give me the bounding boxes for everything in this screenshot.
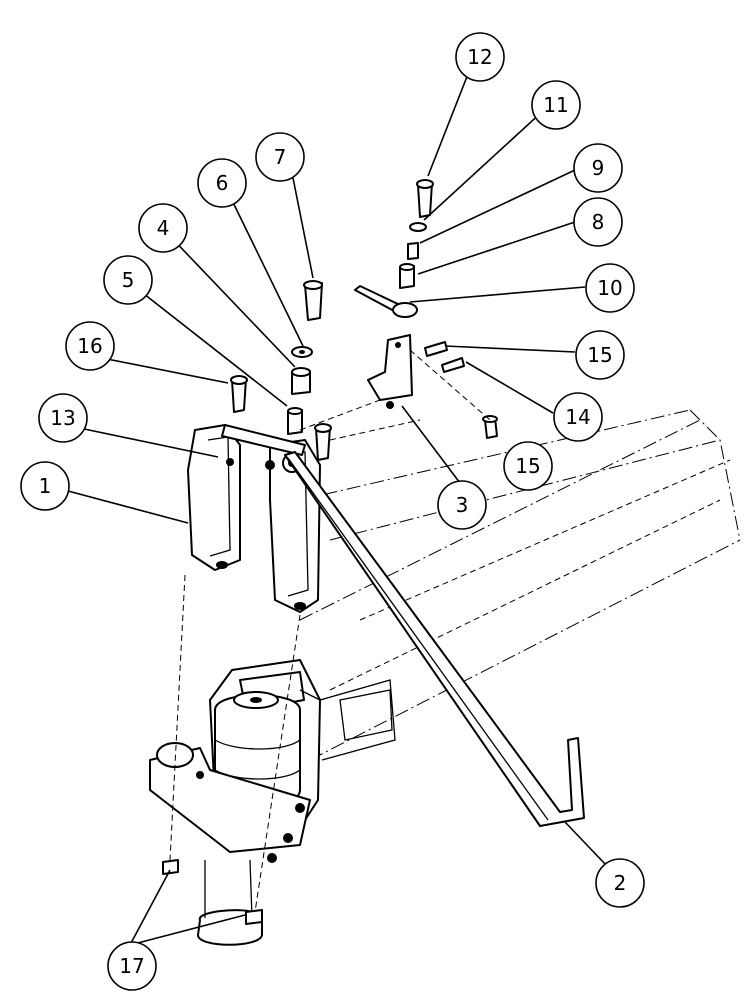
rod-with-hook: [284, 451, 585, 827]
callout-label: 15: [515, 454, 540, 478]
callout-label: 17: [119, 954, 144, 978]
callout-6: 6: [197, 158, 247, 208]
callout-5: 5: [103, 255, 153, 305]
hardware: [162, 179, 498, 925]
callout-4: 4: [138, 203, 188, 253]
bracket-assembly: [187, 424, 321, 613]
callout-label: 13: [50, 406, 75, 430]
leader-lines: [67, 73, 607, 946]
callout-2: 2: [595, 858, 645, 908]
callout-label: 5: [122, 268, 135, 292]
callout-3: 3: [437, 480, 487, 530]
callout-label: 11: [543, 93, 568, 117]
callout-label: 16: [77, 334, 102, 358]
callout-label: 6: [216, 171, 229, 195]
callout-label: 10: [597, 276, 622, 300]
callout-9: 9: [573, 143, 623, 193]
callout-label: 1: [39, 474, 52, 498]
callout-15a: 15: [575, 330, 625, 380]
callout-label: 2: [614, 871, 627, 895]
callout-label: 4: [157, 216, 170, 240]
callout-15b: 15: [503, 441, 553, 491]
callout-17: 17: [107, 941, 157, 991]
callout-label: 14: [565, 405, 590, 429]
spindle-housing: [149, 659, 396, 946]
callout-7: 7: [255, 132, 305, 182]
callout-label: 15: [587, 343, 612, 367]
callout-1: 1: [20, 461, 70, 511]
callout-14: 14: [553, 392, 603, 442]
callout-label: 12: [467, 45, 492, 69]
callout-label: 9: [592, 156, 605, 180]
callout-11: 11: [531, 80, 581, 130]
callout-8: 8: [573, 197, 623, 247]
callout-13: 13: [38, 393, 88, 443]
callout-12: 12: [455, 32, 505, 82]
callout-label: 7: [274, 145, 287, 169]
callout-label: 3: [456, 493, 469, 517]
callout-16: 16: [65, 321, 115, 371]
callout-10: 10: [585, 263, 635, 313]
callout-label: 8: [592, 210, 605, 234]
assembly-lines: [169, 349, 491, 913]
